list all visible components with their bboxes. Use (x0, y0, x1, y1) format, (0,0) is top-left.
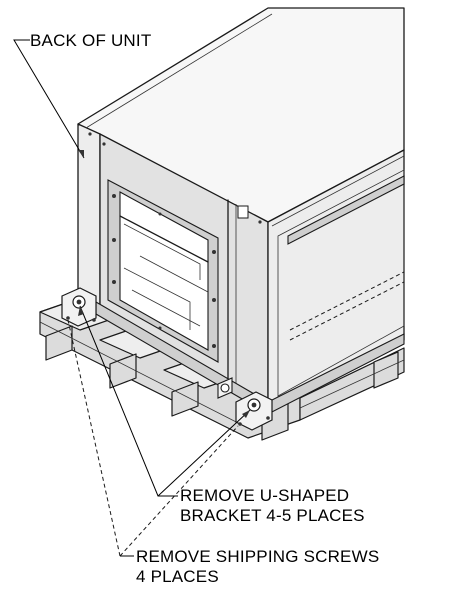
side-panel-handle (287, 175, 405, 245)
callout-leaders (13, 39, 251, 557)
hvac-unit-body (77, 7, 405, 415)
shipping-pallet (39, 293, 405, 441)
callout-u-bracket-line-1: REMOVE U-SHAPED (180, 486, 350, 505)
u-shaped-bracket-right (235, 391, 273, 431)
pallet-foot-5 (373, 351, 399, 389)
access-opening (119, 191, 209, 351)
pallet-foot-1 (45, 325, 73, 361)
callout-shipping-screws-line-1: REMOVE SHIPPING SCREWS (136, 547, 380, 566)
pallet-foot-3 (171, 381, 199, 417)
callout-u-bracket-line-2: BRACKET 4-5 PLACES (180, 506, 365, 525)
shipping-screw-bracket (217, 377, 233, 399)
u-shaped-bracket-left (61, 287, 97, 327)
callout-shipping-screws-line-2: 4 PLACES (136, 567, 219, 586)
callout-back-of-unit: BACK OF UNIT (30, 31, 152, 50)
shipping-screws (66, 316, 270, 426)
